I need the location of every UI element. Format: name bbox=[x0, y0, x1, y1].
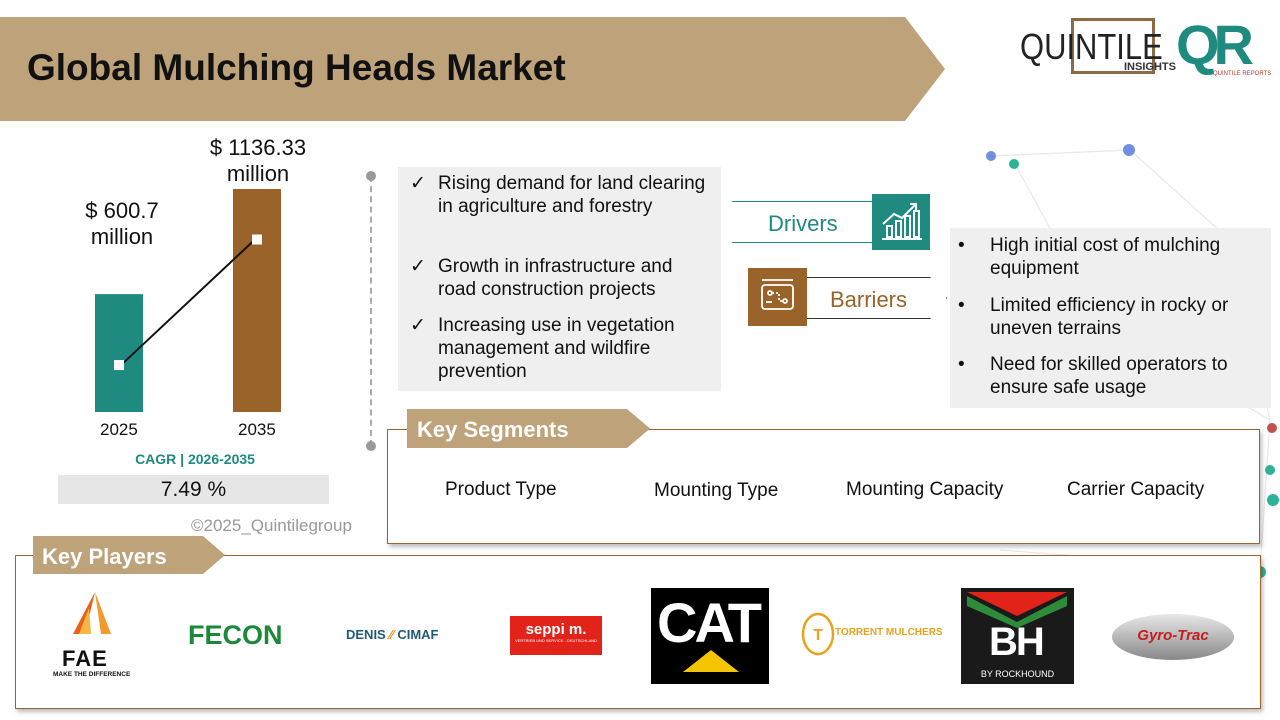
seppi-subtext: VERTRIEB UND SERVICE - DEUTSCHLAND bbox=[515, 638, 597, 643]
drivers-box bbox=[398, 167, 721, 391]
barrier-text: High initial cost of mulching equipment bbox=[990, 235, 1221, 279]
bh-text: BH bbox=[989, 620, 1045, 664]
growth-chart-icon bbox=[872, 194, 930, 250]
key-segments-panel bbox=[387, 429, 1260, 544]
denis-cimaf-logo: DENIS ⁄⁄ CIMAF bbox=[346, 627, 438, 642]
key-players-tab bbox=[33, 536, 225, 574]
divider-line bbox=[370, 176, 372, 446]
fae-logo-text: FAE bbox=[62, 646, 108, 671]
divider-dot-bottom bbox=[366, 441, 376, 451]
barriers-label: Barriers bbox=[830, 287, 908, 312]
market-size-chart bbox=[95, 189, 281, 412]
x-tick-2025: 2025 bbox=[100, 420, 138, 439]
logo-name: QUINTILE bbox=[1020, 26, 1163, 67]
barriers-tag bbox=[807, 277, 947, 319]
key-segments-tab bbox=[407, 409, 650, 448]
drivers-tag bbox=[732, 201, 874, 243]
title-banner bbox=[0, 17, 945, 121]
bh-chevron-icon bbox=[967, 592, 1067, 628]
drivers-label: Drivers bbox=[768, 211, 838, 236]
driver-item: ✓ Increasing use in vegetation managemen… bbox=[410, 314, 715, 383]
driver-text: Increasing use in vegetation management … bbox=[438, 315, 675, 382]
barrier-item: • Need for skilled operators to ensure s… bbox=[958, 353, 1266, 399]
x-tick-2035: 2035 bbox=[238, 420, 276, 439]
driver-item: ✓ Growth in infrastructure and road cons… bbox=[410, 255, 715, 301]
check-icon: ✓ bbox=[410, 315, 426, 336]
key-players-title: Key Players bbox=[42, 544, 167, 569]
value-label-amount: $ 600.7 bbox=[85, 198, 159, 223]
check-icon: ✓ bbox=[410, 173, 426, 194]
logo-frame bbox=[1071, 18, 1155, 74]
barriers-box bbox=[950, 228, 1271, 408]
bar-2035 bbox=[233, 189, 281, 412]
torrent-logo-text: TORRENT MULCHERS bbox=[835, 627, 943, 638]
barrier-text: Limited efficiency in rocky or uneven te… bbox=[990, 295, 1229, 339]
fecon-logo: FECON bbox=[188, 620, 283, 650]
value-label-unit: million bbox=[90, 224, 154, 249]
cagr-value: 7.49 % bbox=[58, 475, 329, 504]
denis-text: DENIS bbox=[346, 627, 386, 642]
cat-triangle-icon bbox=[683, 650, 739, 672]
roadblock-icon bbox=[748, 268, 807, 326]
logo-mark: QR bbox=[1176, 13, 1254, 76]
slash-mark-icon: ⁄⁄ bbox=[385, 627, 398, 642]
seppi-logo: seppi m. VERTRIEB UND SERVICE - DEUTSCHL… bbox=[510, 616, 602, 655]
segment-product-type: Product Type bbox=[445, 479, 557, 500]
value-label-unit: million bbox=[226, 161, 290, 186]
cat-logo: CAT bbox=[651, 588, 769, 684]
fae-logo-tagline: MAKE THE DIFFERENCE bbox=[53, 671, 131, 678]
svg-text:T: T bbox=[813, 627, 823, 644]
page-title: Global Mulching Heads Market bbox=[27, 47, 566, 88]
driver-text: Growth in infrastructure and road constr… bbox=[438, 256, 673, 300]
gyro-trac-logo: Gyro-Trac bbox=[1112, 614, 1234, 660]
driver-item: ✓ Rising demand for land clearing in agr… bbox=[410, 172, 715, 218]
barrier-item: • Limited efficiency in rocky or uneven … bbox=[958, 294, 1266, 340]
bullet-icon: • bbox=[958, 354, 965, 375]
logo-tagline: INSIGHTS bbox=[1124, 61, 1176, 73]
logo-sub: QUINTILE REPORTS bbox=[1213, 71, 1272, 77]
cat-text: CAT bbox=[657, 591, 762, 654]
driver-text: Rising demand for land clearing in agric… bbox=[438, 173, 706, 217]
segment-carrier-capacity: Carrier Capacity bbox=[1067, 479, 1205, 500]
bullet-icon: • bbox=[958, 295, 965, 316]
gyro-trac-text: Gyro-Trac bbox=[1137, 627, 1209, 644]
trend-marker-2035 bbox=[252, 234, 262, 245]
check-icon: ✓ bbox=[410, 256, 426, 277]
divider-dot-top bbox=[366, 171, 376, 181]
segment-mounting-type: Mounting Type bbox=[654, 480, 779, 501]
segment-mounting-capacity: Mounting Capacity bbox=[846, 479, 1004, 500]
torrent-emblem-icon: T bbox=[801, 612, 835, 656]
fae-logo bbox=[73, 592, 111, 634]
barrier-text: Need for skilled operators to ensure saf… bbox=[990, 354, 1228, 398]
trend-line bbox=[120, 238, 256, 366]
barrier-item: • High initial cost of mulching equipmen… bbox=[958, 234, 1266, 280]
copyright: ©2025_Quintilegroup bbox=[191, 516, 352, 535]
bar-2025 bbox=[95, 294, 143, 412]
key-segments-title: Key Segments bbox=[417, 417, 569, 442]
cagr-title: CAGR | 2026-2035 bbox=[135, 451, 255, 467]
value-label-amount: $ 1136.33 bbox=[209, 135, 307, 160]
seppi-text: seppi m. bbox=[525, 621, 587, 638]
bullet-icon: • bbox=[958, 235, 965, 256]
trend-marker-2025 bbox=[114, 360, 124, 371]
cimaf-text: CIMAF bbox=[397, 627, 439, 642]
bh-subtext: BY ROCKHOUND bbox=[980, 669, 1055, 679]
bh-logo: BH BY ROCKHOUND bbox=[961, 588, 1074, 684]
